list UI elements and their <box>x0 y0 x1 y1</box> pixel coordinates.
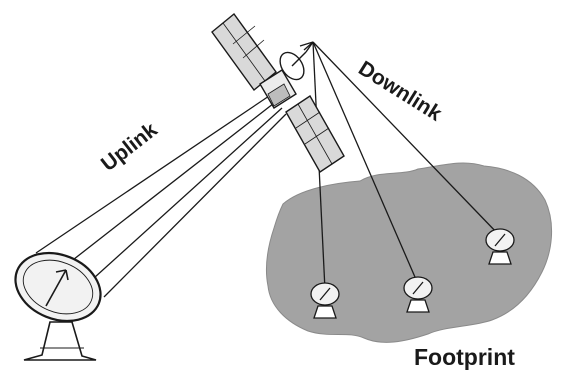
uplink-label: Uplink <box>97 118 162 176</box>
dish-reflector <box>14 251 102 323</box>
footprint-label: Footprint <box>414 344 515 370</box>
dish-pedestal <box>23 321 97 361</box>
uplink-beam <box>35 91 287 298</box>
satellite-icon <box>211 12 345 173</box>
downlink-label: Downlink <box>354 57 446 126</box>
receiver-dish-icon <box>310 282 340 319</box>
satellite-dish-icon <box>14 251 102 361</box>
receiver-dish-icon <box>485 228 515 265</box>
receiver-dish-icon <box>403 276 433 313</box>
footprint-area <box>265 162 553 343</box>
